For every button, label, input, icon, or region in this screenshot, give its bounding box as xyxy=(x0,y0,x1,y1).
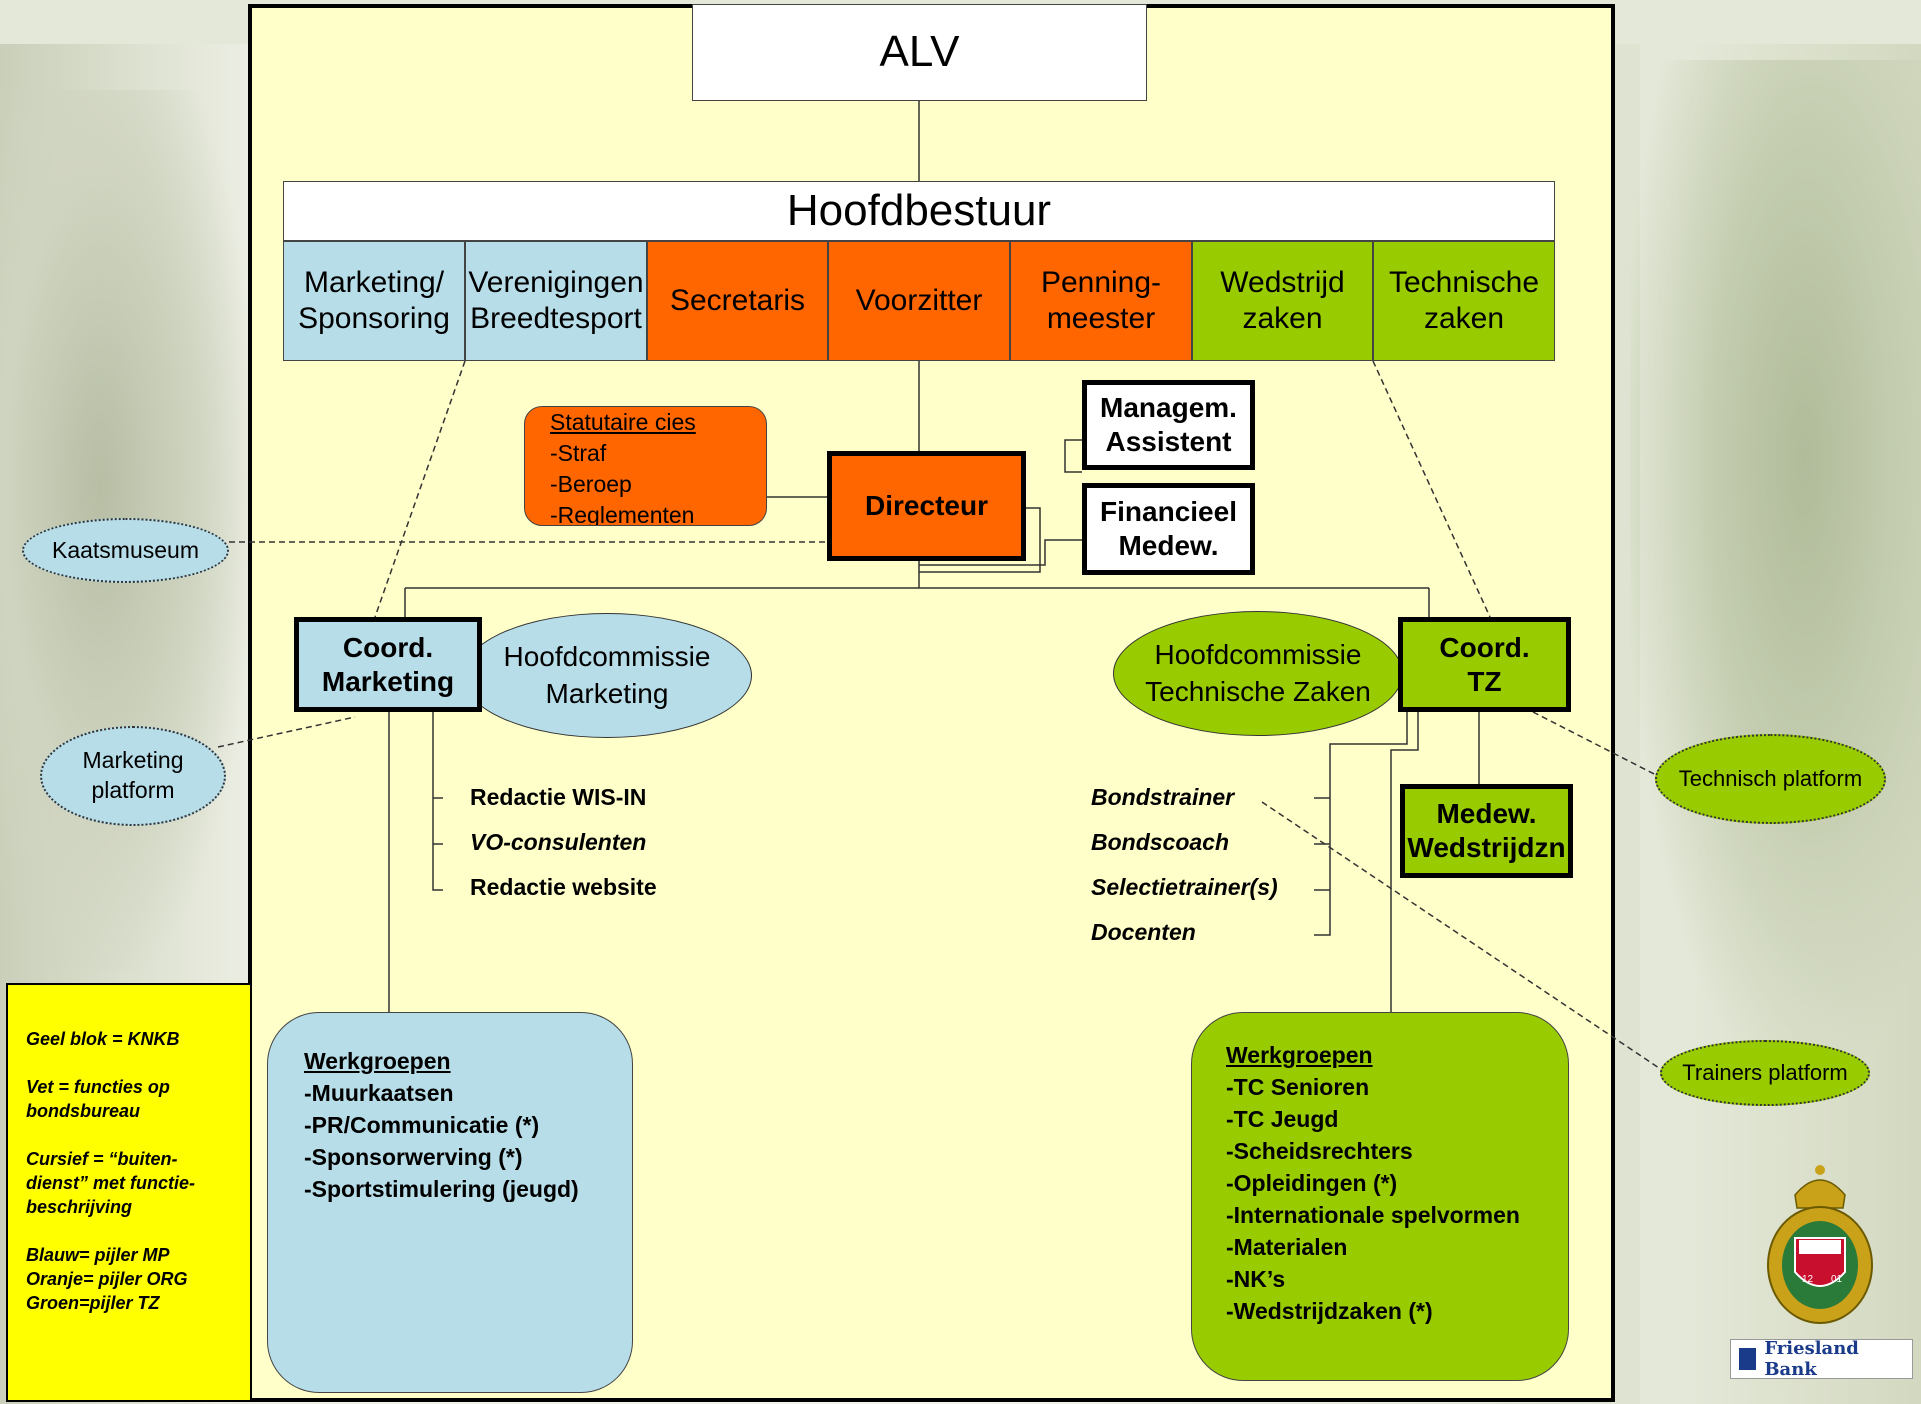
board-marketing-sponsoring: Marketing/ Sponsoring xyxy=(283,241,465,361)
board-technische-zaken: Technische zaken xyxy=(1373,241,1555,361)
friesland-bank-logo: Friesland Bank xyxy=(1730,1338,1913,1380)
list-item: Redactie WIS-IN xyxy=(470,784,647,810)
background-photo-right xyxy=(1630,60,1921,1060)
crest-year-right: 01 xyxy=(1831,1274,1843,1285)
statutaire-cies-box: Statutaire cies -Straf -Beroep -Reglemen… xyxy=(524,406,767,526)
list-item: Bondscoach xyxy=(1091,829,1230,855)
coord-tz-box: Coord. TZ xyxy=(1398,617,1571,712)
bank-icon xyxy=(1739,1348,1757,1370)
list-item: -NK’s xyxy=(1226,1266,1286,1292)
bank-name: Friesland Bank xyxy=(1764,1338,1859,1380)
legend-item: Cursief = “buiten- dienst” met functie- … xyxy=(26,1149,196,1217)
medew-wedstrijdzn-box: Medew. Wedstrijdzn xyxy=(1400,784,1573,878)
list-item: -Opleidingen (*) xyxy=(1226,1170,1398,1196)
list-item: Redactie website xyxy=(470,874,657,900)
hoofdbestuur-box: Hoofdbestuur xyxy=(283,181,1555,241)
list-item: -TC Senioren xyxy=(1226,1074,1370,1100)
legend-item: Vet = functies op bondsbureau xyxy=(26,1077,170,1121)
directeur-box: Directeur xyxy=(827,451,1026,561)
marketing-platform-ellipse: Marketing platform xyxy=(40,726,226,826)
list-item: -Wedstrijdzaken (*) xyxy=(1226,1298,1433,1324)
list-item: -Sportstimulering (jeugd) xyxy=(304,1176,579,1202)
list-item: -Internationale spelvormen xyxy=(1226,1202,1520,1228)
list-item: Bondstrainer xyxy=(1091,784,1235,810)
alv-box: ALV xyxy=(692,4,1147,101)
list-item: Docenten xyxy=(1091,919,1196,945)
werkgroepen-title: Werkgroepen xyxy=(304,1048,451,1074)
werkgroepen-marketing: Werkgroepen -Muurkaatsen -PR/Communicati… xyxy=(267,1012,633,1393)
list-item: -Materialen xyxy=(1226,1234,1348,1260)
coord-marketing-box: Coord. Marketing xyxy=(294,617,482,712)
board-penningmeester: Penning- meester xyxy=(1010,241,1192,361)
knkb-crest-icon: 12 01 xyxy=(1767,1165,1873,1324)
list-item: -Scheidsrechters xyxy=(1226,1138,1413,1164)
list-item: -Sponsorwerving (*) xyxy=(304,1144,523,1170)
statutaire-item: -Reglementen xyxy=(550,502,695,526)
statutaire-cies-title: Statutaire cies xyxy=(550,409,696,435)
werkgroepen-title: Werkgroepen xyxy=(1226,1042,1373,1068)
hoofdcommissie-marketing: Hoofdcommissie Marketing xyxy=(462,613,752,738)
financieel-medew-box: Financieel Medew. xyxy=(1082,483,1255,575)
list-item: -TC Jeugd xyxy=(1226,1106,1339,1132)
managem-assistent-box: Managem. Assistent xyxy=(1082,380,1255,470)
hoofdcommissie-technische-zaken: Hoofdcommissie Technische Zaken xyxy=(1113,611,1403,736)
trainers-platform-ellipse: Trainers platform xyxy=(1660,1040,1870,1106)
statutaire-item: -Beroep xyxy=(550,471,632,497)
werkgroepen-tz: Werkgroepen -TC Senioren -TC Jeugd -Sche… xyxy=(1191,1012,1569,1381)
legend-item: Blauw= pijler MP Oranje= pijler ORG Groe… xyxy=(26,1245,188,1313)
list-item: -Muurkaatsen xyxy=(304,1080,454,1106)
board-voorzitter: Voorzitter xyxy=(828,241,1010,361)
list-item: VO-consulenten xyxy=(470,829,647,855)
board-verenigingen-breedtesport: Verenigingen Breedtesport xyxy=(465,241,647,361)
kaatsmuseum-ellipse: Kaatsmuseum xyxy=(22,518,229,583)
background-right-panel xyxy=(1640,44,1921,1404)
legend-item: Geel blok = KNKB xyxy=(26,1029,180,1049)
list-item: Selectietrainer(s) xyxy=(1091,874,1278,900)
legend-box: Geel blok = KNKB Vet = functies op bonds… xyxy=(6,983,252,1402)
board-wedstrijdzaken: Wedstrijd zaken xyxy=(1192,241,1373,361)
statutaire-item: -Straf xyxy=(550,440,607,466)
technisch-platform-ellipse: Technisch platform xyxy=(1655,734,1886,824)
board-secretaris: Secretaris xyxy=(647,241,828,361)
list-item: -PR/Communicatie (*) xyxy=(304,1112,540,1138)
crest-year-left: 12 xyxy=(1802,1274,1814,1285)
